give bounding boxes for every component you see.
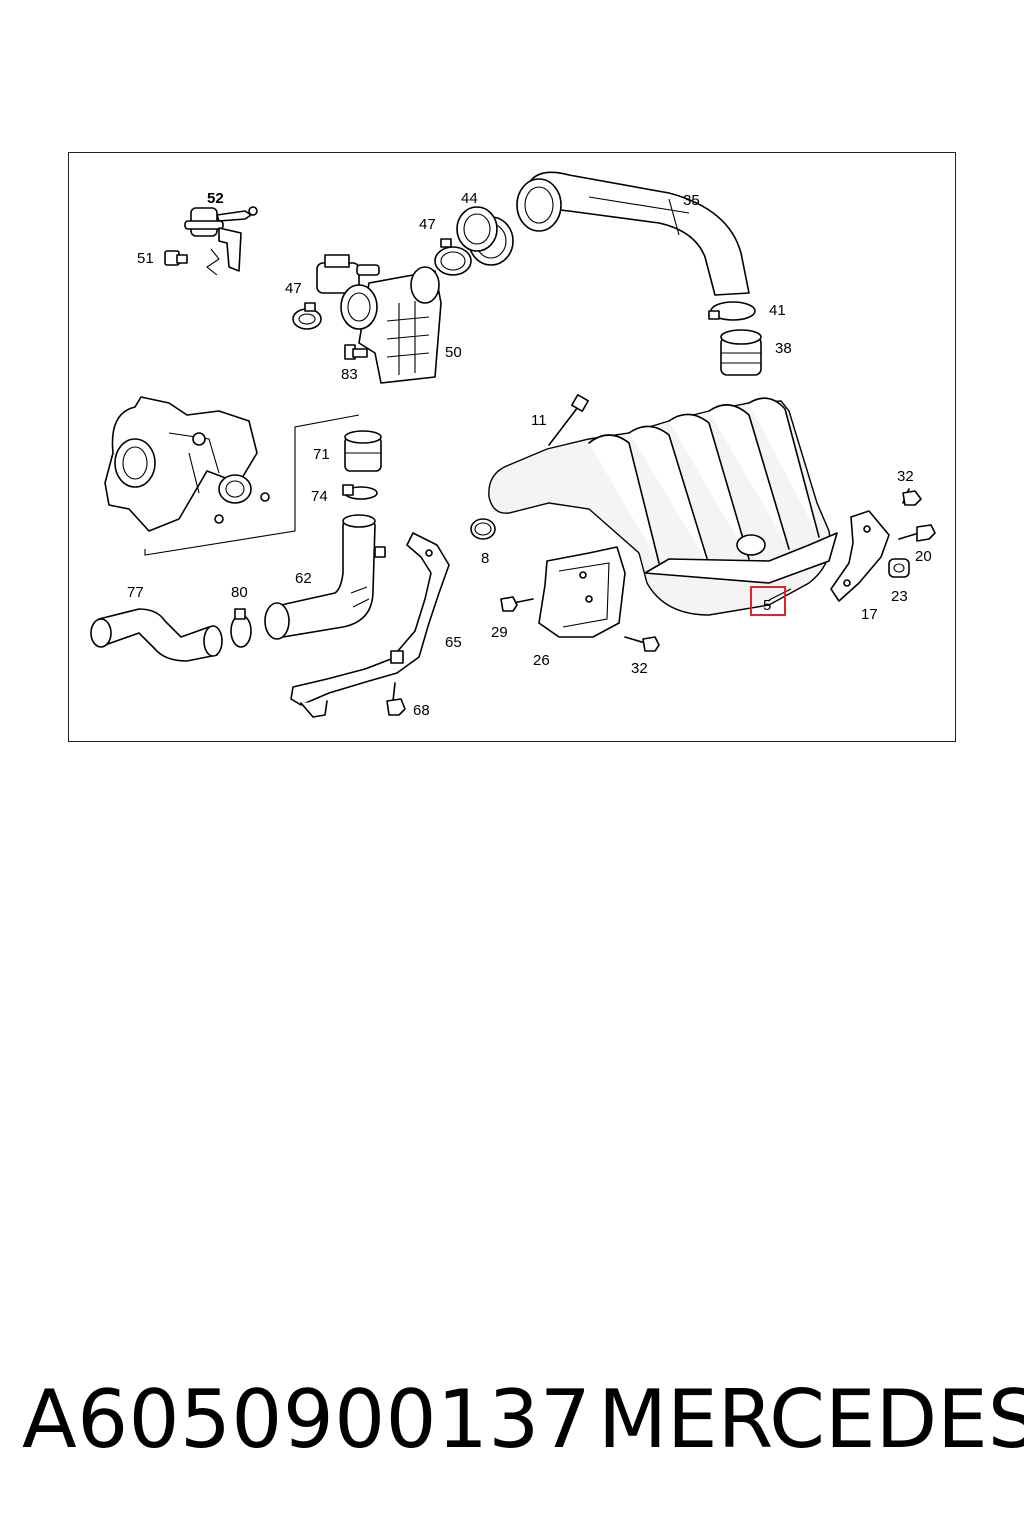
parts-diagram-frame: 52 51 47 44 35 47 50 83 41 38 11 71 74 3…: [68, 152, 956, 742]
callout-26: 26: [533, 652, 550, 669]
part-26-bracket: [538, 546, 626, 638]
brand-text: MERCEDES: [598, 1373, 1024, 1466]
callout-32: 32: [897, 468, 914, 485]
part-80-clamp: [230, 608, 252, 648]
callout-74: 74: [311, 488, 328, 505]
part-8-o-ring: [470, 518, 496, 540]
callout-52: 52: [207, 190, 224, 207]
part-77-hose: [90, 608, 223, 662]
callout-5: 5: [763, 597, 771, 614]
callout-17: 17: [861, 606, 878, 623]
callout-47: 47: [419, 216, 436, 233]
part-47-clamp-upper: [434, 238, 472, 276]
callout-44: 44: [461, 190, 478, 207]
part-44-rubber-sleeve: [456, 206, 514, 266]
part-20-bolt: [898, 524, 936, 542]
callout-62: 62: [295, 570, 312, 587]
callout-41: 41: [769, 302, 786, 319]
callout-35: 35: [683, 192, 700, 209]
part-52-transducer: [184, 206, 258, 276]
callout-29: 29: [491, 624, 508, 641]
callout-8: 8: [481, 550, 489, 567]
callout-5-highlight-box: [750, 586, 786, 616]
callout-38: 38: [775, 340, 792, 357]
callout-11: 11: [531, 412, 547, 429]
part-17-bracket: [830, 510, 890, 602]
callout-71: 71: [313, 446, 330, 463]
part-11-bolt: [548, 394, 589, 446]
part-83-bolt: [344, 344, 368, 360]
part-50-throttle-housing: [316, 254, 442, 384]
part-23-nut: [888, 558, 910, 578]
part-5-intake-manifold: [488, 397, 838, 616]
callout-83: 83: [341, 366, 358, 383]
callout-47: 47: [285, 280, 302, 297]
callout-23: 23: [891, 588, 908, 605]
part-47-clamp-lower: [292, 302, 322, 330]
callout-80: 80: [231, 584, 248, 601]
callout-20: 20: [915, 548, 932, 565]
part-62-pipe: [264, 514, 386, 640]
part-71-sleeve: [344, 430, 382, 472]
callout-65: 65: [445, 634, 462, 651]
callout-77: 77: [127, 584, 144, 601]
part-number-text: A6050900137: [22, 1373, 592, 1466]
part-38-sleeve: [720, 329, 762, 376]
callout-68: 68: [413, 702, 430, 719]
part-35-charge-air-pipe: [516, 171, 750, 296]
turbocharger: [104, 396, 360, 556]
part-29-bolt: [500, 596, 534, 612]
callout-32: 32: [631, 660, 648, 677]
part-41-clamp: [708, 301, 756, 321]
part-74-clamp: [342, 484, 378, 500]
part-65-support-bracket: [290, 532, 450, 718]
part-32-bolt-lower: [624, 636, 660, 652]
callout-51: 51: [137, 250, 154, 267]
part-68-bolt: [386, 682, 406, 716]
part-32-bolt-upper: [902, 488, 922, 506]
part-51-fitting: [164, 250, 188, 266]
parts-diagram: 52 51 47 44 35 47 50 83 41 38 11 71 74 3…: [90, 171, 936, 719]
callout-50: 50: [445, 344, 462, 361]
